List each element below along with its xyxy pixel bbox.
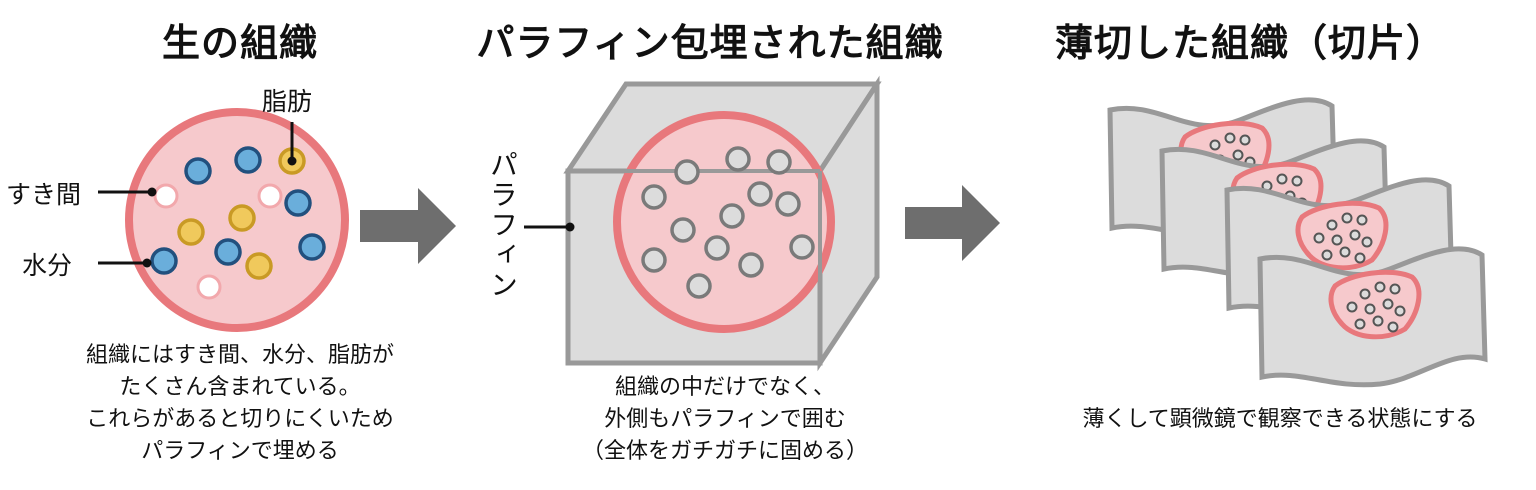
section-paraffin-dot	[1232, 149, 1244, 161]
caption-line: 薄くして顕微鏡で観察できる状態にする	[1082, 407, 1478, 432]
caption-line: （全体をガチガチに固める）	[581, 439, 868, 464]
tissue-sections-illustration	[1107, 97, 1488, 388]
paraffin-filled-space	[670, 217, 696, 243]
paraffin-filled-space	[719, 203, 745, 229]
water-droplet	[150, 247, 178, 275]
gap-space	[257, 183, 283, 209]
section-paraffin-dot	[1331, 234, 1343, 246]
section-paraffin-dot	[1346, 301, 1358, 313]
section-paraffin-dot	[1356, 214, 1368, 226]
water-droplet	[234, 146, 262, 174]
caption-line: パラフィンで埋める	[141, 439, 339, 464]
water-droplet	[214, 238, 242, 266]
fat-leader-dot	[287, 156, 297, 166]
section-paraffin-dot	[1394, 305, 1406, 317]
paraffin-filled-space	[674, 159, 700, 185]
section-paraffin-dot	[1387, 321, 1399, 333]
fat-droplet	[177, 218, 205, 246]
section-paraffin-dot	[1374, 281, 1386, 293]
paraffin-filled-space	[766, 149, 792, 175]
paraffin-filled-space	[775, 191, 801, 217]
fat-label: 脂肪	[262, 87, 313, 116]
section-paraffin-dot	[1339, 246, 1351, 258]
paraffin-filled-space	[725, 146, 751, 172]
paraffin-filled-space	[789, 234, 815, 260]
fat-droplet	[245, 252, 273, 280]
water-droplet	[184, 157, 212, 185]
paraffin-filled-space	[641, 247, 667, 273]
panel-title-sliced-tissue: 薄切した組織（切片）	[1054, 21, 1445, 65]
gap-space	[196, 274, 222, 300]
paraffin-leader-dot	[565, 222, 575, 232]
section-paraffin-dot	[1364, 303, 1376, 315]
fat-droplet	[228, 204, 256, 232]
paraffin-filled-space	[747, 181, 773, 207]
gap-space	[153, 183, 179, 209]
section-paraffin-dot	[1349, 229, 1361, 241]
embedded-tissue-caption: 組織の中だけでなく、 外側もパラフィンで囲む （全体をガチガチに固める）	[560, 372, 890, 468]
section-paraffin-dot	[1341, 212, 1353, 224]
section-paraffin-dot	[1321, 249, 1333, 261]
section-paraffin-dot	[1361, 236, 1373, 248]
caption-line: 外側もパラフィンで囲む	[604, 407, 846, 432]
water-label: 水分	[22, 251, 73, 280]
section-paraffin-dot	[1359, 288, 1371, 300]
right-arrow-icon	[360, 188, 456, 264]
panel-title-embedded-tissue: パラフィン包埋された組織	[476, 21, 944, 65]
paraffin-filled-space	[704, 235, 730, 261]
panel-title-raw-tissue: 生の組織	[161, 21, 318, 65]
caption-line: 組織の中だけでなく、	[614, 375, 835, 400]
paraffin-label: パラフィン	[486, 150, 519, 300]
section-paraffin-dot	[1239, 134, 1251, 146]
section-paraffin-dot	[1209, 139, 1221, 151]
paraffin-filled-space	[686, 273, 712, 299]
raw-tissue-illustration	[98, 108, 349, 332]
right-arrow-icon	[905, 185, 1000, 261]
caption-line: たくさん含まれている。	[119, 375, 361, 400]
paraffin-filled-space	[641, 184, 667, 210]
gap-label: すき間	[6, 180, 82, 209]
raw-tissue-caption: 組織にはすき間、水分、脂肪が たくさん含まれている。 これらがあると切りにくいた…	[60, 340, 420, 468]
caption-line: これらがあると切りにくいため	[86, 407, 394, 432]
section-paraffin-dot	[1372, 315, 1384, 327]
section-paraffin-dot	[1382, 298, 1394, 310]
section-paraffin-dot	[1354, 252, 1366, 264]
tissue-section-slice	[1295, 200, 1389, 271]
section-paraffin-dot	[1326, 219, 1338, 231]
caption-line: 組織にはすき間、水分、脂肪が	[85, 343, 394, 368]
section-paraffin-dot	[1291, 175, 1303, 187]
water-leader-dot	[142, 258, 152, 268]
section-paraffin-dot	[1276, 173, 1288, 185]
section-paraffin-dot	[1354, 318, 1366, 330]
tissue-section-slice	[1328, 269, 1422, 340]
water-droplet	[298, 233, 326, 261]
paraffin-cube-illustration	[524, 75, 882, 372]
sliced-tissue-caption: 薄くして顕微鏡で観察できる状態にする	[1040, 404, 1520, 436]
section-paraffin-dot	[1224, 132, 1236, 144]
water-droplet	[284, 189, 312, 217]
gap-leader-dot	[147, 187, 157, 197]
section-paraffin-dot	[1313, 232, 1325, 244]
paraffin-filled-space	[738, 252, 764, 278]
section-paraffin-dot	[1389, 283, 1401, 295]
